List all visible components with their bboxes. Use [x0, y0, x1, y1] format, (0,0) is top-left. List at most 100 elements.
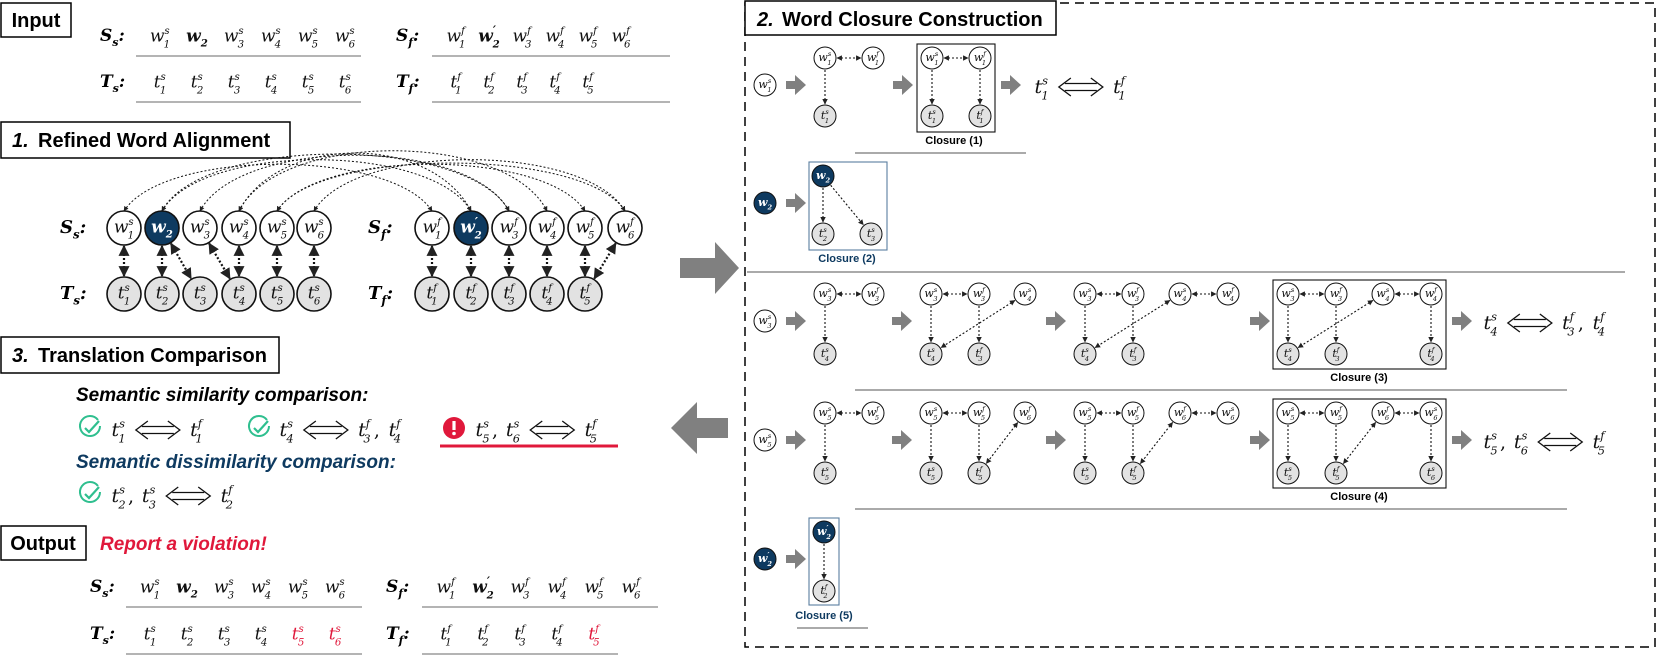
svg-text:ws6: ws6 [325, 577, 346, 602]
svg-text:wf3: wf3 [1330, 286, 1343, 303]
svg-text:tf3: tf3 [358, 417, 372, 446]
step-arrow [786, 549, 806, 569]
svg-text:Tf:: Tf: [386, 624, 410, 647]
svg-text:ts2: ts2 [181, 624, 194, 649]
svg-text:tf1: tf1 [450, 72, 463, 97]
step-arrow [786, 193, 806, 213]
to-closure-arrow [680, 242, 739, 294]
svg-text:tf5: tf5 [1593, 429, 1607, 458]
svg-text:Ts:: Ts: [60, 283, 87, 307]
svg-text:wf3: wf3 [513, 26, 534, 51]
svg-text:tf3: tf3 [1562, 310, 1576, 339]
svg-text:Ss:: Ss: [100, 26, 125, 49]
step-arrow [1001, 75, 1021, 95]
svg-text:ws1: ws1 [758, 77, 771, 94]
svg-text:Sf:: Sf: [386, 577, 409, 600]
svg-text:tf5: tf5 [585, 417, 599, 446]
dissimilarity-relation-1-equiv [165, 486, 212, 506]
svg-text:Word Closure Construction: Word Closure Construction [782, 9, 1043, 31]
svg-text:tf3: tf3 [1332, 346, 1340, 363]
step-arrow [786, 311, 806, 331]
svg-text:Input: Input [12, 10, 61, 32]
svg-text:w2: w2 [186, 26, 208, 49]
svg-text:ws1: ws1 [140, 577, 160, 602]
svg-text:Tf:: Tf: [368, 283, 393, 307]
closure-result-equiv [1057, 77, 1104, 97]
graph-node-follow-word-label: w′2 [460, 215, 481, 242]
svg-text:wf6: wf6 [1019, 405, 1032, 422]
svg-text:,: , [374, 420, 380, 442]
to-comparison-arrow [671, 402, 728, 454]
svg-text:ws3: ws3 [1078, 286, 1091, 303]
source-alignment-link [170, 242, 192, 280]
svg-text:tf1: tf1 [190, 417, 204, 446]
input-ss-token: w2 [186, 26, 208, 49]
svg-text:ts1: ts1 [144, 624, 157, 649]
closure-5-caption: Closure (5) [795, 610, 853, 622]
svg-text:ws1: ws1 [150, 26, 170, 51]
cross-alignment-link [276, 163, 586, 212]
svg-text:wf6: wf6 [622, 577, 643, 602]
input-ts-label: Ts: [100, 72, 125, 95]
svg-text:,: , [492, 420, 498, 442]
svg-text:wf3: wf3 [511, 577, 532, 602]
svg-text:ts5: ts5 [821, 465, 829, 482]
closure-edge [1297, 299, 1374, 349]
svg-text:tf2: tf2 [465, 283, 478, 308]
svg-text:ts1: ts1 [821, 108, 829, 125]
svg-text:wf5: wf5 [1127, 405, 1140, 422]
svg-text:wf1: wf1 [437, 577, 458, 602]
step-arrow [786, 430, 806, 450]
svg-text:3.: 3. [12, 345, 29, 367]
graph-ts-label: Ts: [60, 283, 87, 307]
check-icon [79, 415, 101, 437]
svg-text:wf5: wf5 [585, 577, 606, 602]
svg-text:tf1: tf1 [426, 283, 439, 308]
similarity-relation-1-equiv [134, 420, 181, 440]
svg-text:tf1: tf1 [976, 108, 984, 125]
svg-text:wf3: wf3 [867, 286, 880, 303]
svg-text:wf1: wf1 [423, 217, 444, 242]
svg-text:w′2: w′2 [472, 575, 493, 602]
svg-text:wf4: wf4 [1425, 286, 1438, 303]
svg-text:ts1: ts1 [928, 108, 936, 125]
